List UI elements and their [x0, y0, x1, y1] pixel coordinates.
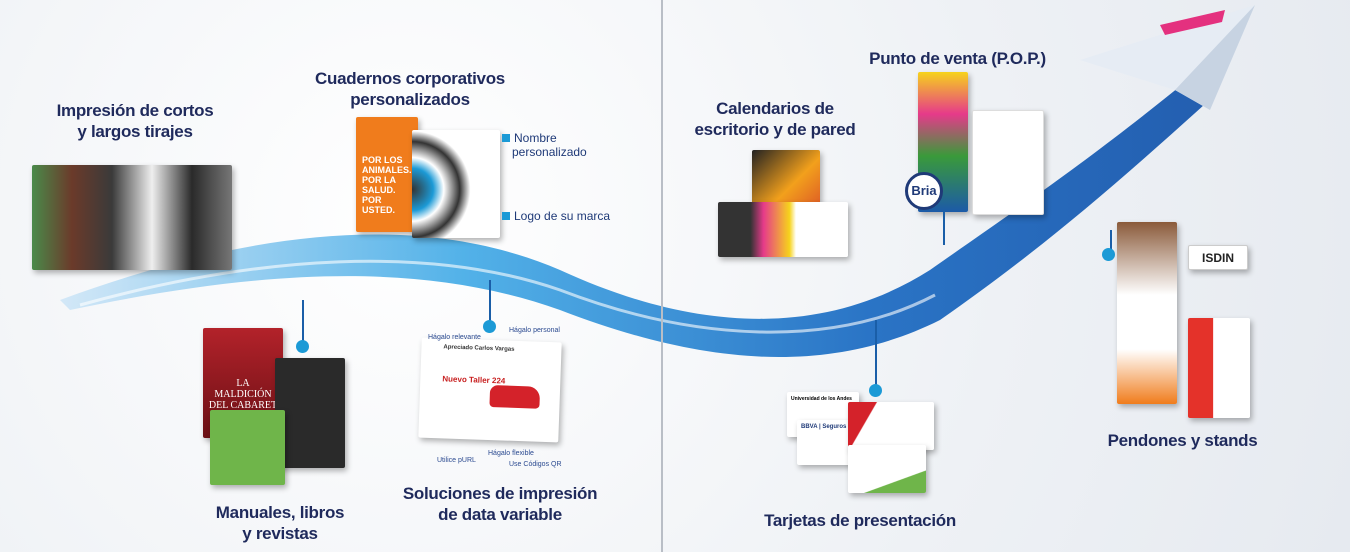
- page-divider: [661, 0, 663, 552]
- title-tarjetas: Tarjetas de presentación: [764, 511, 956, 530]
- business-card-red: [848, 402, 934, 450]
- pop-poster-image: [972, 110, 1044, 215]
- title-manuales: Manuales, libros y revistas: [200, 502, 360, 544]
- callout-personal: Hágalo personal: [509, 327, 560, 334]
- roll-up-banner-image: [1117, 222, 1177, 404]
- isdin-stand-image: ISDIN: [1188, 245, 1248, 270]
- title-line: de data variable: [438, 505, 562, 524]
- pin-line: [489, 280, 491, 325]
- notebook-text: POR LOS ANIMALES. POR LA SALUD. POR USTE…: [362, 155, 412, 215]
- desk-calendar-image: [718, 202, 848, 257]
- dm-name: Apreciado Carlos Vargas: [443, 344, 515, 353]
- pin-line: [302, 300, 304, 350]
- pin-line: [1110, 230, 1112, 255]
- title-line: y largos tirajes: [77, 122, 193, 141]
- title-impresion: Impresión de cortos y largos tirajes: [40, 100, 230, 142]
- title-line: y revistas: [242, 524, 318, 543]
- title-calendarios: Calendarios de escritorio y de pared: [675, 98, 875, 140]
- pin-dot: [869, 384, 882, 397]
- callout-text: personalizado: [512, 145, 587, 159]
- callout-qr: Use Códigos QR: [509, 461, 562, 468]
- pin-dot: [1102, 248, 1115, 261]
- bullet-square: [502, 212, 510, 220]
- mandala-notebook-image: [412, 130, 500, 238]
- callout-flexible: Hágalo flexible: [488, 450, 534, 457]
- orange-notebook-image: POR LOS ANIMALES. POR LA SALUD. POR USTE…: [356, 117, 418, 232]
- title-line: Calendarios de: [716, 99, 834, 118]
- title-data-variable: Soluciones de impresión de data variable: [400, 483, 600, 525]
- title-line: escritorio y de pared: [694, 120, 856, 139]
- title-line: personalizados: [350, 90, 470, 109]
- title-line: Manuales, libros: [215, 503, 345, 522]
- title-pendones: Pendones y stands: [1107, 431, 1258, 450]
- title-pop: Punto de venta (P.O.P.): [869, 49, 1046, 68]
- book-text: LA MALDICIÓN DEL CABARET: [208, 378, 278, 411]
- callout-logo: Logo de su marca: [502, 209, 610, 223]
- title-line: Cuadernos corporativos: [315, 69, 505, 88]
- title-line: Soluciones de impresión: [402, 484, 598, 503]
- title-line: Impresión de cortos: [56, 101, 214, 120]
- bullet-square: [502, 134, 510, 142]
- pin-dot: [483, 320, 496, 333]
- callout-text: Nombre: [514, 131, 557, 145]
- book-dark-image: [275, 358, 345, 468]
- callout-purl: Utilice pURL: [437, 457, 476, 464]
- callout-text: Logo de su marca: [514, 209, 611, 223]
- pin-line: [875, 320, 877, 390]
- red-car: [489, 385, 541, 409]
- stand-counter-image: [1188, 318, 1250, 418]
- business-card-green: [848, 445, 926, 493]
- bria-logo: Bria: [905, 172, 943, 210]
- book-green-image: [210, 410, 285, 485]
- title-cuadernos: Cuadernos corporativos personalizados: [300, 68, 520, 110]
- pin-dot: [296, 340, 309, 353]
- books-stack-image: [32, 165, 232, 270]
- callout-relevante: Hágalo relevante: [428, 334, 481, 341]
- pin-line: [943, 210, 945, 245]
- direct-mail-image: Apreciado Carlos Vargas Nuevo Taller 224: [418, 337, 562, 443]
